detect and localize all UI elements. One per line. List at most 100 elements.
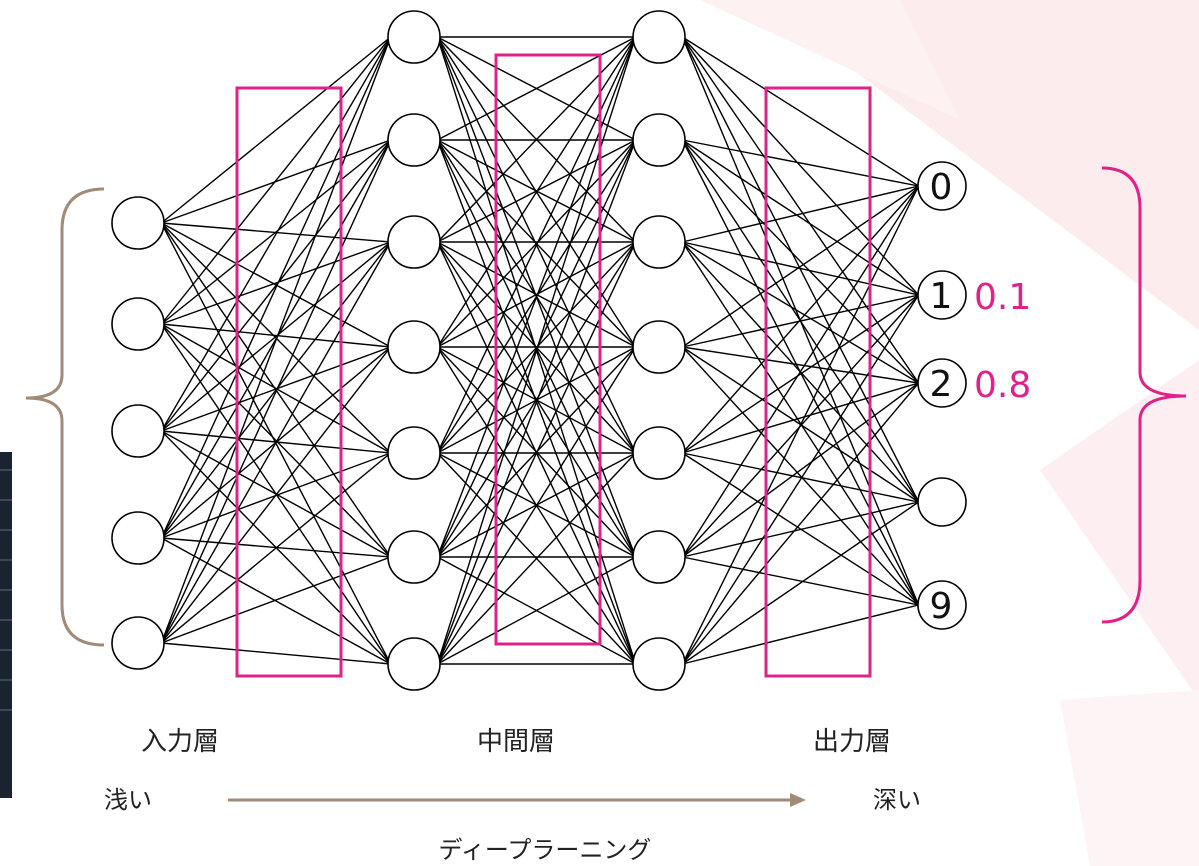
- connection-1-6-2: [436, 241, 637, 665]
- deep-learning-caption: ディープラーニング: [439, 836, 652, 864]
- connection-2-5-4: [682, 556, 919, 606]
- hidden2-node-0: [632, 10, 686, 64]
- connection-2-0-1: [681, 36, 920, 296]
- nodes: [111, 10, 967, 691]
- left-image-fragment: [0, 452, 12, 798]
- connection-2-0-3: [681, 36, 920, 503]
- connection-1-5-0: [436, 36, 637, 558]
- connection-2-2-1: [682, 241, 919, 296]
- connection-0-3-0: [160, 36, 392, 539]
- probability-label-1: 0.1: [974, 277, 1031, 318]
- probability-label-2: 0.8: [974, 365, 1031, 406]
- background-decoration: [700, 0, 1199, 866]
- connection-0-4-6: [161, 642, 391, 665]
- connection-2-6-4: [682, 604, 919, 665]
- connection-2-3-4: [681, 346, 920, 606]
- connection-1-3-0: [436, 36, 637, 348]
- output-bracket: [1101, 166, 1187, 624]
- connection-lines: [160, 36, 920, 665]
- input-node-2: [111, 404, 165, 458]
- hidden1-node-6: [387, 637, 441, 691]
- output-node-label-1: 1: [930, 276, 953, 317]
- connection-0-1-0: [160, 36, 392, 325]
- connection-1-4-0: [436, 36, 637, 454]
- connection-2-4-1: [682, 294, 919, 454]
- hidden1-node-5: [387, 530, 441, 584]
- connection-0-1-3: [161, 323, 391, 348]
- connection-1-6-4: [436, 452, 637, 665]
- connection-2-4-2: [682, 382, 919, 454]
- hidden2-node-5: [632, 530, 686, 584]
- connection-2-3-2: [682, 346, 919, 384]
- connection-1-6-0: [436, 36, 637, 665]
- connection-1-6-1: [436, 139, 637, 665]
- output-node-0: [917, 161, 967, 211]
- connection-2-6-2: [681, 382, 920, 665]
- middle-layer-label: 中間層: [477, 727, 555, 757]
- connection-2-6-0: [681, 185, 920, 665]
- output-node-label-2: 2: [930, 364, 953, 405]
- depth-arrow-head: [790, 793, 806, 807]
- connection-2-1-2: [681, 139, 920, 384]
- connection-2-4-0: [681, 185, 920, 454]
- output-node-3: [917, 477, 967, 527]
- connection-1-3-2: [437, 241, 636, 348]
- highlight-boxes: [235, 53, 872, 678]
- connection-1-1-0: [437, 36, 636, 141]
- connection-0-0-0: [160, 36, 392, 224]
- connection-1-5-2: [436, 241, 637, 558]
- hidden1-node-4: [387, 426, 441, 480]
- connection-0-2-1: [160, 139, 392, 432]
- connection-2-2-2: [682, 241, 919, 384]
- hidden1-node-2: [387, 215, 441, 269]
- connection-2-5-2: [681, 382, 920, 558]
- connection-0-4-4: [160, 452, 392, 644]
- connection-1-6-5: [437, 556, 636, 665]
- input-node-4: [111, 616, 165, 670]
- input-bracket: [25, 187, 105, 647]
- connection-2-3-1: [682, 294, 919, 348]
- input-layer-label: 入力層: [141, 727, 219, 757]
- connection-2-4-3: [682, 452, 919, 503]
- hidden1-node-1: [387, 113, 441, 167]
- output-node-1: [917, 270, 967, 320]
- hidden2-node-6: [632, 637, 686, 691]
- connection-0-2-0: [160, 36, 392, 432]
- connection-2-1-0: [682, 139, 919, 187]
- hidden1-node-0: [387, 10, 441, 64]
- connection-2-0-0: [682, 36, 919, 187]
- connection-2-0-2: [681, 36, 920, 384]
- connection-0-1-1: [160, 139, 392, 325]
- hidden2-node-3: [632, 320, 686, 374]
- input-node-0: [111, 196, 165, 250]
- hidden2-node-4: [632, 426, 686, 480]
- connection-2-6-1: [681, 294, 920, 665]
- connection-0-2-2: [160, 241, 392, 432]
- highlight-box-1: [235, 86, 343, 678]
- output-node-2: [917, 358, 967, 408]
- connection-1-6-3: [436, 346, 637, 665]
- highlight-box-2: [494, 53, 602, 646]
- connection-0-4-5: [161, 556, 391, 644]
- highlight-box-3: [764, 86, 872, 678]
- connection-0-1-2: [161, 241, 391, 325]
- connection-0-4-2: [160, 241, 392, 644]
- connection-0-4-0: [160, 36, 392, 644]
- input-node-1: [111, 297, 165, 351]
- input-node-3: [111, 511, 165, 565]
- output-node-4: [917, 580, 967, 630]
- connection-2-3-0: [682, 185, 919, 348]
- connection-0-4-1: [160, 139, 392, 644]
- connection-2-5-3: [682, 501, 919, 558]
- connection-2-6-3: [682, 501, 919, 665]
- connection-0-3-6: [161, 537, 391, 665]
- output-node-label-9: 9: [930, 586, 953, 627]
- connection-2-1-1: [682, 139, 919, 296]
- output-node-label-0: 0: [930, 167, 953, 208]
- deep-label: 深い: [873, 786, 921, 814]
- connection-0-4-3: [160, 346, 392, 644]
- hidden2-node-2: [632, 215, 686, 269]
- connection-1-2-0: [436, 36, 637, 243]
- hidden1-node-3: [387, 320, 441, 374]
